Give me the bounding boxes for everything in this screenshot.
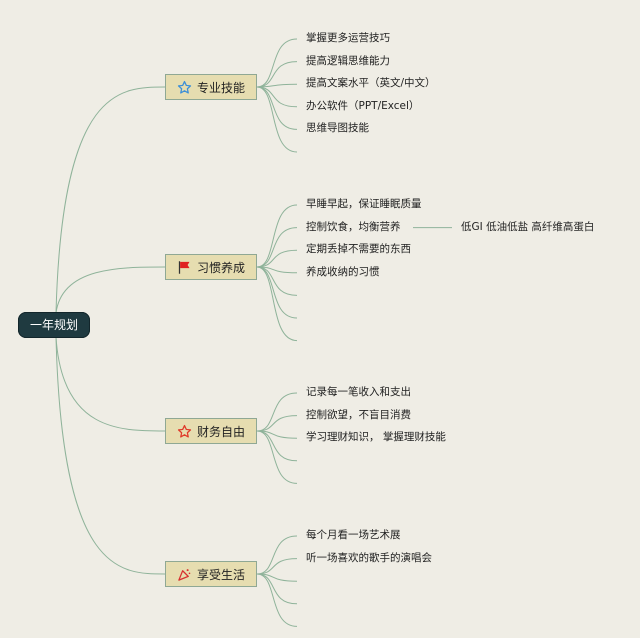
leaf-item[interactable]: 控制饮食，均衡营养 — [306, 220, 401, 233]
branch-leaf-connector — [256, 415, 298, 432]
branch-label: 专业技能 — [196, 80, 245, 95]
branch-leaf-connector — [256, 535, 298, 575]
branch-leaf-connector — [256, 266, 298, 319]
branch-leaf-connector — [256, 38, 298, 88]
branch-leaf-connector — [256, 266, 298, 342]
root-branch-connector — [55, 266, 166, 314]
leaf-item[interactable]: 听一场喜欢的歌手的演唱会 — [306, 551, 432, 564]
branch-label: 享受生活 — [196, 567, 245, 582]
branch-leaf-connector — [256, 430, 298, 484]
branch-leaf-connector — [256, 558, 298, 575]
branch-leaf-connector — [256, 86, 298, 153]
red-flag-icon — [177, 260, 192, 275]
branch-leaf-connector — [256, 86, 298, 130]
leaf-item[interactable]: 提高逻辑思维能力 — [306, 54, 390, 67]
sub-note[interactable]: 低GI 低油低盐 高纤维高蛋白 — [461, 220, 595, 233]
branch-leaf-connector — [256, 204, 298, 268]
branch-node-financial-freedom[interactable]: 财务自由 — [165, 418, 257, 444]
leaf-item[interactable]: 办公软件（PPT/Excel） — [306, 99, 420, 112]
star-outline-icon — [177, 80, 192, 95]
branch-label: 习惯养成 — [196, 260, 245, 275]
branch-leaf-connector — [256, 249, 298, 268]
branch-leaf-connector — [256, 61, 298, 88]
branch-leaf-connector — [256, 573, 298, 627]
leaf-item[interactable]: 养成收纳的习惯 — [306, 265, 380, 278]
branch-leaf-connector — [256, 573, 298, 605]
leaf-item[interactable]: 记录每一笔收入和支出 — [306, 386, 411, 398]
root-branch-connector — [55, 86, 166, 314]
star-outline-icon — [177, 424, 192, 439]
leaf-item[interactable]: 控制欲望，不盲目消费 — [306, 408, 411, 421]
root-branch-connector — [55, 336, 166, 432]
branch-label: 财务自由 — [196, 424, 245, 439]
branch-node-professional-skills[interactable]: 专业技能 — [165, 74, 257, 100]
root-node[interactable]: 一年规划 — [18, 312, 90, 338]
leaf-item[interactable]: 思维导图技能 — [306, 122, 369, 135]
leaf-item[interactable]: 学习理财知识， 掌握理财技能 — [306, 431, 446, 444]
leaf-item[interactable]: 提高文案水平（英文/中文） — [306, 77, 436, 90]
leaf-item[interactable]: 定期丢掉不需要的东西 — [306, 243, 411, 256]
leaf-item[interactable]: 早睡早起，保证睡眠质量 — [306, 198, 422, 210]
party-popper-icon — [177, 567, 192, 582]
branch-node-enjoy-life[interactable]: 享受生活 — [165, 561, 257, 587]
leaf-item[interactable]: 每个月看一场艺术展 — [306, 529, 401, 541]
branch-leaf-connector — [256, 227, 298, 268]
branch-node-habit-building[interactable]: 习惯养成 — [165, 254, 257, 280]
branch-leaf-connector — [256, 430, 298, 462]
leaf-item[interactable]: 掌握更多运营技巧 — [306, 32, 390, 44]
root-branch-connector — [55, 336, 166, 575]
branch-leaf-connector — [256, 392, 298, 432]
